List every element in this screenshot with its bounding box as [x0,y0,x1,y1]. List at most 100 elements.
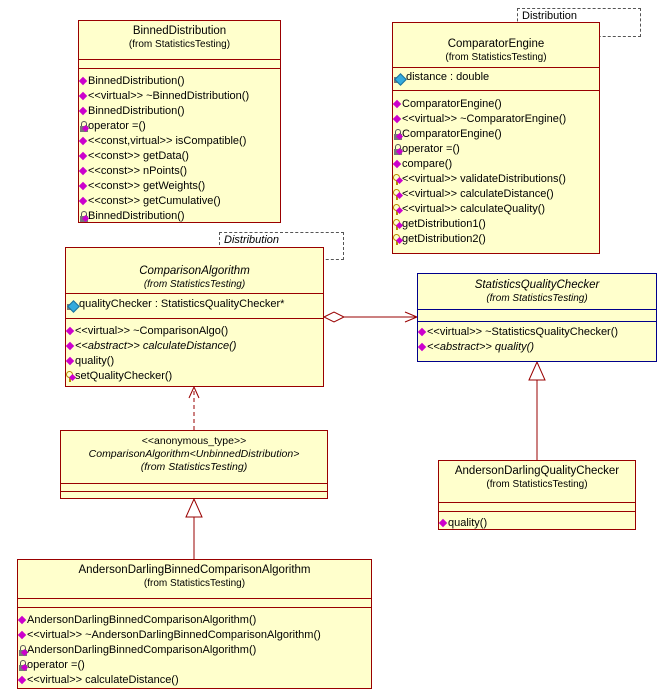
attributes-compartment [79,59,280,68]
class-anonymous-type[interactable]: <<anonymous_type>> ComparisonAlgorithm<U… [60,430,328,499]
operation-row[interactable]: BinnedDistribution() [79,209,280,224]
public-operation-icon [78,151,88,161]
operation-row[interactable]: <<virtual>> calculateQuality() [393,202,599,217]
operation-row[interactable]: <<virtual>> ~StatisticsQualityChecker() [417,325,656,340]
class-name: AndersonDarlingBinnedComparisonAlgorithm [78,564,311,576]
public-operation-icon [78,136,88,146]
operation-row-text: <<const>> getCumulative() [88,195,221,207]
private-operation-lock-icon [393,129,404,141]
attributes-compartment [418,309,656,321]
operation-row[interactable]: <<virtual>> ~AndersonDarlingBinnedCompar… [17,628,371,643]
class-name: StatisticsQualityChecker [474,279,600,291]
public-operation-icon [78,196,88,206]
operation-row[interactable]: <<abstract>> calculateDistance() [65,339,323,354]
class-anderson-darling-quality-checker[interactable]: AndersonDarlingQualityChecker (from Stat… [438,460,636,530]
operation-row[interactable]: <<virtual>> ~BinnedDistribution() [78,89,280,104]
attribute-row-text: qualityChecker : StatisticsQualityChecke… [79,298,285,310]
class-comparison-algorithm[interactable]: ComparisonAlgorithm (from StatisticsTest… [65,247,324,387]
operation-row-text: ComparatorEngine() [402,98,502,110]
attributes-compartment: distance : double [393,67,599,90]
operation-row[interactable]: AndersonDarlingBinnedComparisonAlgorithm… [18,643,371,658]
protected-operation-key-icon [393,219,404,230]
operation-row-text: compare() [402,158,453,170]
operation-row[interactable]: <<const>> getData() [78,149,280,164]
operation-row-text: BinnedDistribution() [88,105,185,117]
class-statistics-quality-checker[interactable]: StatisticsQualityChecker (from Statistic… [417,273,657,362]
operation-row[interactable]: getDistribution2() [393,232,599,247]
public-operation-icon [65,326,75,336]
operation-row-text: <<virtual>> validateDistributions() [402,173,566,185]
attribute-row[interactable]: qualityChecker : StatisticsQualityChecke… [66,297,323,313]
operation-row-text: quality() [448,517,488,529]
operation-row-text: <<abstract>> quality() [427,341,535,353]
operation-row[interactable]: <<virtual>> calculateDistance() [393,187,599,202]
public-operation-icon [65,356,75,366]
operation-row[interactable]: ComparatorEngine() [393,127,599,142]
operation-row[interactable]: quality() [438,516,635,531]
operation-row[interactable]: <<virtual>> ~ComparisonAlgo() [65,324,323,339]
operation-row-text: AndersonDarlingBinnedComparisonAlgorithm… [27,614,257,626]
class-stereotype: <<anonymous_type>> [141,435,247,447]
private-operation-lock-icon [18,660,29,672]
class-package: (from StatisticsTesting) [486,479,588,490]
operation-row-text: quality() [75,355,115,367]
operation-row-text: <<virtual>> calculateQuality() [402,203,546,215]
class-binned-distribution[interactable]: BinnedDistribution (from StatisticsTesti… [78,20,281,223]
class-header: ComparatorEngine (from StatisticsTesting… [393,23,599,67]
operation-row[interactable]: <<virtual>> calculateDistance() [17,673,371,688]
operation-row-text: operator =() [88,120,146,132]
operation-row-text: <<const>> getWeights() [88,180,206,192]
operation-row-text: operator =() [27,659,85,671]
class-comparator-engine[interactable]: ComparatorEngine (from StatisticsTesting… [392,22,600,254]
operation-row-text: <<const>> nPoints() [88,165,188,177]
class-header: ComparisonAlgorithm (from StatisticsTest… [66,248,323,293]
operation-row[interactable]: <<const>> getCumulative() [78,194,280,209]
public-operation-icon [392,99,402,109]
operation-row-text: getDistribution2() [402,233,486,245]
note-text: Distribution [224,234,280,246]
operation-row[interactable]: <<const>> nPoints() [78,164,280,179]
attribute-row[interactable]: distance : double [393,70,599,86]
public-operation-icon [17,615,27,625]
class-package: (from StatisticsTesting) [143,578,246,589]
public-operation-icon [78,166,88,176]
operation-row[interactable]: <<virtual>> validateDistributions() [393,172,599,187]
class-package: (from StatisticsTesting) [486,293,588,304]
private-operation-lock-icon [79,121,90,133]
operation-row[interactable]: <<abstract>> quality() [417,340,656,355]
operation-row-text: <<virtual>> ~ComparisonAlgo() [75,325,229,337]
operations-compartment: <<virtual>> ~ComparisonAlgo() <<abstract>… [65,318,323,384]
operation-row-text: <<const,virtual>> isCompatible() [88,135,247,147]
class-anderson-darling-binned-comparison-algorithm[interactable]: AndersonDarlingBinnedComparisonAlgorithm… [17,559,372,689]
operation-row[interactable]: setQualityChecker() [66,369,323,384]
operation-row[interactable]: ComparatorEngine() [392,97,599,112]
operation-row[interactable]: BinnedDistribution() [78,74,280,89]
class-name: ComparisonAlgorithm<UnbinnedDistribution… [88,448,300,460]
operation-row[interactable]: <<const,virtual>> isCompatible() [78,134,280,149]
protected-operation-key-icon [393,204,404,215]
operation-row-text: <<virtual>> calculateDistance() [27,674,179,686]
operation-row-text: ComparatorEngine() [402,128,502,140]
operation-row[interactable]: <<virtual>> ~ComparatorEngine() [392,112,599,127]
operation-row[interactable]: BinnedDistribution() [78,104,280,119]
operations-compartment: BinnedDistribution()<<virtual>> ~BinnedD… [78,68,280,224]
operation-row[interactable]: getDistribution1() [393,217,599,232]
operation-row[interactable]: operator =() [79,119,280,134]
operation-row[interactable]: <<const>> getWeights() [78,179,280,194]
operation-row[interactable]: quality() [65,354,323,369]
public-operation-icon [78,106,88,116]
public-operation-icon [78,181,88,191]
private-attribute-icon [393,72,407,86]
operations-compartment: AndersonDarlingBinnedComparisonAlgorithm… [17,607,371,688]
public-operation-icon [417,327,427,337]
class-package: (from StatisticsTesting) [143,279,246,290]
private-operation-lock-icon [79,211,90,223]
class-package: (from StatisticsTesting) [445,52,547,63]
operation-row[interactable]: operator =() [393,142,599,157]
public-operation-icon [17,675,27,685]
operation-row[interactable]: compare() [392,157,599,172]
private-operation-lock-icon [393,144,404,156]
operation-row[interactable]: AndersonDarlingBinnedComparisonAlgorithm… [17,613,371,628]
protected-operation-key-icon [393,189,404,200]
operation-row[interactable]: operator =() [18,658,371,673]
